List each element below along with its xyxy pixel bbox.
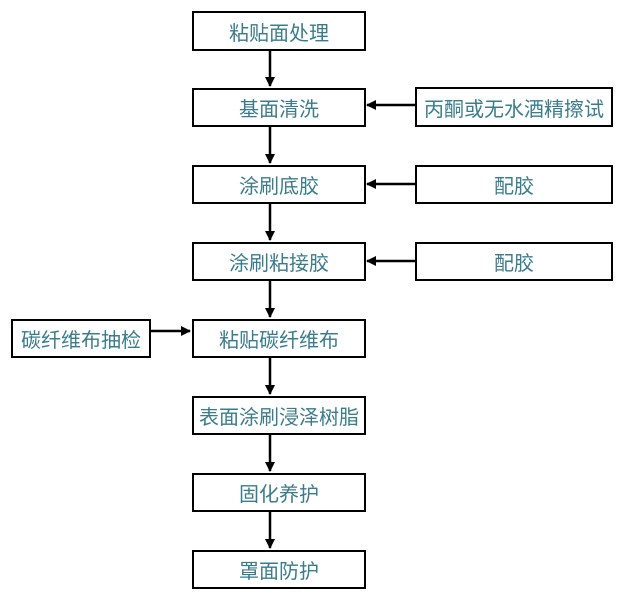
step-curing: 固化养护 <box>192 473 366 512</box>
input-cfrp-inspection: 碳纤维布抽检 <box>11 319 151 358</box>
step-protection: 罩面防护 <box>192 550 366 589</box>
step-primer: 涂刷底胶 <box>192 165 366 204</box>
input-mix-adhesive: 配胶 <box>415 242 613 281</box>
step-base-clean: 基面清洗 <box>192 88 366 127</box>
step-paste-cfrp: 粘贴碳纤维布 <box>192 319 366 358</box>
input-mix-primer: 配胶 <box>415 165 613 204</box>
step-resin-coat: 表面涂刷浸泽树脂 <box>192 396 366 435</box>
step-surface-prep: 粘贴面处理 <box>192 11 366 51</box>
step-adhesive: 涂刷粘接胶 <box>192 242 366 281</box>
input-solvent-wipe: 丙酮或无水酒精擦试 <box>415 87 613 127</box>
